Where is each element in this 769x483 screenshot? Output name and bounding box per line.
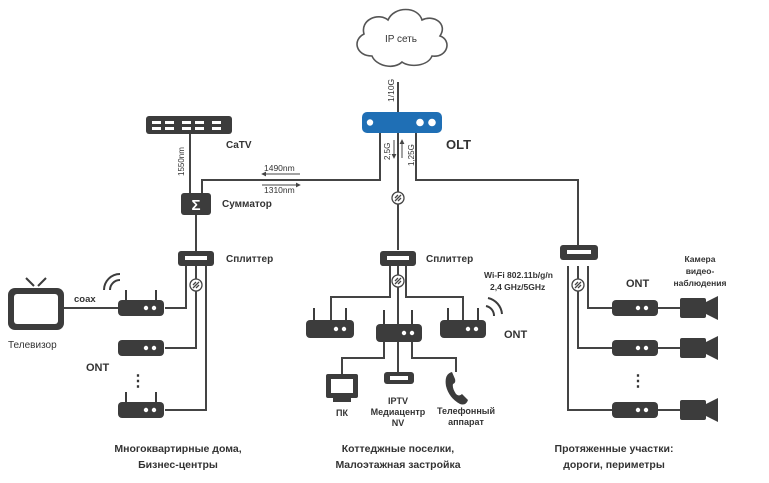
camera-label-2: видео- (686, 266, 715, 276)
iptv-label-2: Медиацентр (371, 407, 426, 417)
cloud-label: IP сеть (385, 34, 417, 45)
ont-device-right-3 (612, 402, 658, 418)
tv-icon (8, 277, 64, 330)
right-splitter (560, 245, 598, 260)
ont-device-middle-3 (440, 308, 486, 338)
middle-caption-1: Коттеджные поселки, (342, 443, 455, 455)
catv-label: CaTV (226, 140, 252, 151)
camera-icons (680, 296, 718, 422)
iptv-box-icon (384, 372, 414, 384)
iptv-label-1: IPTV (388, 396, 408, 406)
fiber-coil-icon (391, 191, 405, 205)
ont-device-right-1 (612, 300, 658, 316)
ont-device-left-2 (118, 340, 164, 356)
wifi-icon (103, 273, 121, 291)
phone-label-2: аппарат (448, 417, 484, 427)
fiber-symbols (189, 191, 585, 292)
olt-rate-arrows (391, 139, 405, 159)
uplink-label: 1/10G (386, 79, 396, 102)
wifi-label-2: 2,4 GHz/5GHz (490, 282, 545, 292)
cloud-icon: IP сеть (356, 8, 448, 68)
coax-label: coax (74, 294, 96, 305)
left-caption-1: Многоквартирные дома, (114, 443, 241, 455)
olt-down-label: 2,5G (383, 143, 392, 160)
right-caption-1: Протяженные участки: (555, 443, 674, 455)
left-caption-2: Бизнес-центры (138, 459, 218, 471)
left-dots: ⋮ (130, 373, 146, 390)
camera-icon (680, 296, 718, 320)
combiner-label: Сумматор (222, 199, 272, 210)
phone-icon (445, 372, 468, 405)
line-to-pc (341, 342, 385, 374)
ont-device-right-2 (612, 340, 658, 356)
camera-label-1: Камера (685, 254, 716, 264)
olt-device (362, 112, 442, 133)
ont-device-left-1 (118, 290, 164, 316)
right-caption-2: дороги, периметры (563, 459, 665, 471)
right-line-ont3 (567, 266, 612, 411)
right-ont-label: ONT (626, 278, 650, 290)
middle-caption-2: Малоэтажная застройка (335, 459, 460, 471)
line-to-phone (411, 342, 457, 372)
olt-to-right-splitter-line (415, 133, 579, 245)
wifi-icon (485, 297, 503, 317)
combiner-symbol: Σ (191, 197, 200, 214)
pc-monitor-icon (326, 374, 358, 402)
catv-wavelength: 1550nm (177, 147, 186, 176)
middle-line-ont3 (405, 266, 464, 320)
ont-device-middle-2 (376, 310, 422, 342)
olt-to-combiner-line (201, 133, 381, 193)
left-splitter (178, 251, 214, 266)
left-line-ont1 (165, 266, 187, 309)
phone-label-1: Телефонный (437, 406, 495, 416)
pc-label: ПК (336, 408, 348, 418)
right-dots: ⋮ (630, 373, 646, 390)
right-line-ont2 (577, 266, 612, 349)
olt-up-label: 1,25G (407, 144, 416, 166)
middle-line-ont1 (330, 266, 391, 320)
left-ont-label: ONT (86, 362, 110, 374)
camera-icon (680, 398, 718, 422)
catv-antenna-icon (146, 116, 232, 134)
tv-label: Телевизор (8, 340, 57, 351)
middle-ont-label: ONT (504, 329, 528, 341)
fiber-coil-icon (571, 278, 585, 292)
iptv-label-3: NV (392, 418, 405, 428)
olt-label: OLT (446, 137, 471, 152)
left-line-ont2 (165, 266, 197, 349)
ont-device-middle-1 (306, 308, 354, 338)
wavelength-1490: 1490nm (264, 163, 295, 173)
middle-splitter-label: Сплиттер (426, 254, 473, 265)
wavelength-arrows (261, 171, 301, 188)
ont-device-left-3 (118, 392, 164, 418)
right-line-ont1 (587, 266, 612, 309)
camera-icon (680, 336, 718, 360)
combiner-device: Σ (181, 193, 211, 215)
middle-splitter (380, 251, 416, 266)
left-splitter-label: Сплиттер (226, 254, 273, 265)
fiber-coil-icon (189, 278, 203, 292)
wifi-label-1: Wi-Fi 802.11b/g/n (484, 270, 553, 280)
camera-label-3: наблюдения (674, 278, 727, 288)
wavelength-1310: 1310nm (264, 185, 295, 195)
left-line-ont3 (165, 266, 207, 411)
fiber-coil-icon (391, 274, 405, 288)
